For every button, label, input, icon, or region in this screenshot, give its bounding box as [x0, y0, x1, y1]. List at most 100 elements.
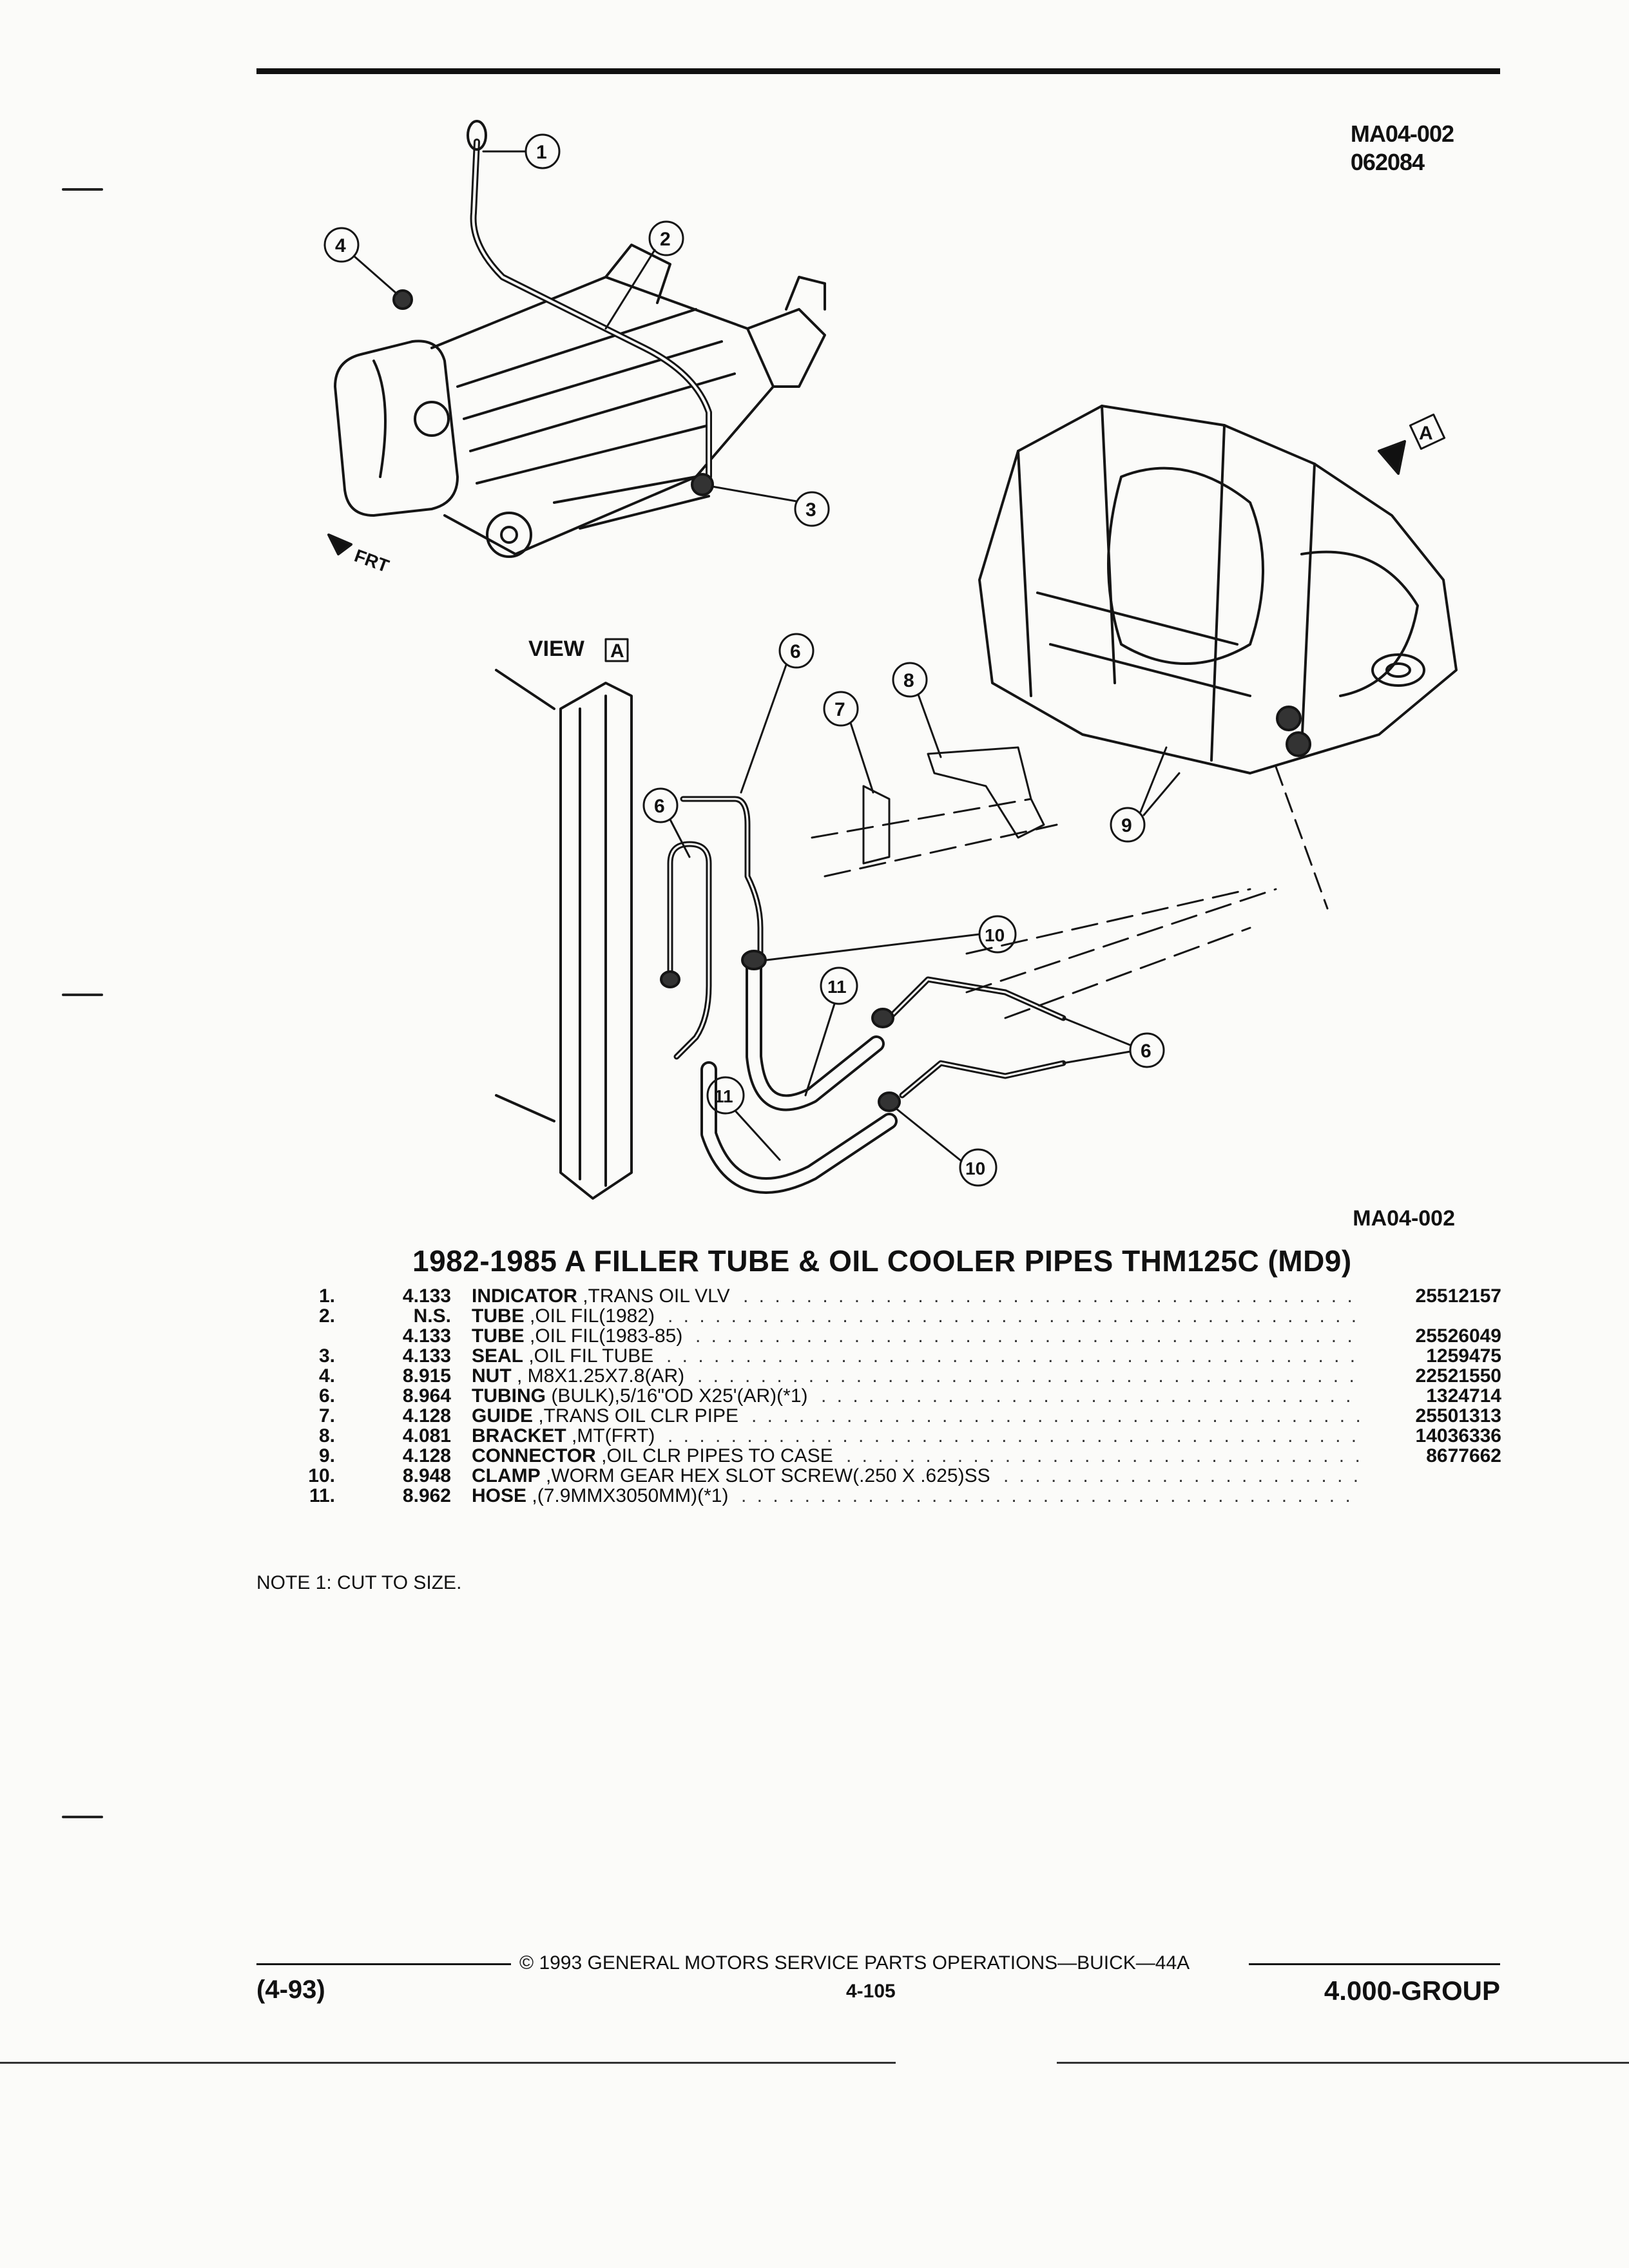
part-detail: ,TRANS OIL VLV	[577, 1285, 730, 1307]
dot-leader: . . . . . . . . . . . . . . . . . . . . …	[743, 1286, 1360, 1306]
footer-rule-left	[256, 1963, 511, 1965]
part-detail: (BULK),5/16"OD X25'(AR)(*1)	[546, 1385, 808, 1407]
group-label: 4.000-GROUP	[1324, 1975, 1500, 2006]
part-name: BRACKET	[472, 1425, 566, 1446]
part-name: TUBE	[472, 1305, 525, 1327]
callout-10: 10	[965, 1158, 985, 1178]
item-number: 3.	[318, 1345, 335, 1367]
callout-6: 6	[654, 796, 665, 817]
part-detail: ,MT(FRT)	[566, 1425, 655, 1446]
figure-code-bottom: MA04-002	[1353, 1206, 1455, 1231]
group-number: 4.128	[402, 1445, 451, 1466]
group-number: N.S.	[413, 1305, 451, 1327]
parts-row: 2.N.S.TUBE ,OIL FIL(1982). . . . . . . .…	[303, 1306, 1501, 1326]
dot-leader: . . . . . . . . . . . . . . . . . . . . …	[697, 1366, 1360, 1386]
item-number: 2.	[318, 1305, 335, 1327]
callout-6: 6	[790, 641, 801, 662]
callout-11: 11	[714, 1086, 733, 1106]
parts-row: 11. 8.962 HOSE ,(7.9MMX3050MM)(*1) . . . . …	[303, 1486, 1501, 1506]
copyright-line: © 1993 GENERAL MOTORS SERVICE PARTS OPER…	[519, 1952, 1190, 1974]
part-name: SEAL	[472, 1345, 524, 1367]
part-detail: ,OIL FIL(1983-85)	[524, 1325, 683, 1347]
margin-mark	[62, 1816, 103, 1818]
dot-leader: . . . . . . . . . . . . . . . . . . . . …	[821, 1386, 1360, 1406]
part-description: TUBE ,OIL FIL(1982)	[472, 1306, 655, 1326]
revision-code: (4-93)	[256, 1975, 325, 2004]
dot-leader: . . . . . . . . . . . . . . . . . . . . …	[751, 1406, 1360, 1426]
dot-leader: . . . . . . . . . . . . . . . . . . . . …	[1003, 1466, 1360, 1486]
transmission-main	[978, 405, 1458, 774]
part-name: TUBING	[472, 1385, 546, 1407]
part-detail: ,(7.9MMX3050MM)(*1)	[526, 1485, 729, 1506]
page-footer: © 1993 GENERAL MOTORS SERVICE PARTS OPER…	[256, 1952, 1500, 2006]
page-number: 4-105	[846, 1981, 896, 2002]
callout-10: 10	[985, 925, 1005, 945]
part-description: TUBING (BULK),5/16"OD X25'(AR)(*1)	[472, 1386, 808, 1406]
item-number: 7.	[318, 1405, 335, 1427]
item-number: 8.	[318, 1425, 335, 1446]
part-number: 8677662	[1426, 1445, 1501, 1466]
margin-mark	[62, 994, 103, 996]
radiator	[495, 669, 633, 1200]
part-name: NUT	[472, 1365, 512, 1387]
item-number: 1.	[318, 1285, 335, 1307]
part-number: 25526049	[1415, 1325, 1501, 1347]
part-detail: ,WORM GEAR HEX SLOT SCREW(.250 X .625)SS	[540, 1465, 990, 1486]
date-code: 062084	[1350, 149, 1425, 175]
footnote: NOTE 1: CUT TO SIZE.	[256, 1572, 462, 1593]
part-name: CONNECTOR	[472, 1445, 596, 1466]
part-description: CONNECTOR ,OIL CLR PIPES TO CASE	[472, 1446, 833, 1466]
group-number: 4.133	[402, 1345, 451, 1367]
callout-4: 4	[335, 235, 346, 256]
part-number: 22521550	[1415, 1365, 1501, 1387]
callout-6: 6	[1141, 1041, 1152, 1062]
item-number: 11.	[309, 1485, 335, 1506]
part-number: 25501313	[1415, 1405, 1501, 1427]
part-name: GUIDE	[472, 1405, 534, 1427]
group-number: 8.962	[402, 1485, 451, 1506]
top-rule	[256, 68, 1500, 74]
footer-rule-right	[1249, 1963, 1500, 1965]
part-description: TUBE ,OIL FIL(1983-85)	[472, 1326, 682, 1346]
front-arrow: FRT	[327, 533, 392, 577]
callout-2: 2	[660, 229, 671, 250]
margin-mark	[62, 188, 103, 191]
dot-leader: . . . . . . . . . . . . . . . . . . . . …	[666, 1346, 1360, 1366]
part-number: 1324714	[1426, 1385, 1501, 1407]
part-name: INDICATOR	[472, 1285, 577, 1307]
front-label: FRT	[352, 546, 392, 577]
part-description: NUT , M8X1.25X7.8(AR)	[472, 1366, 684, 1386]
part-number: 14036336	[1415, 1425, 1501, 1446]
part-name: CLAMP	[472, 1465, 541, 1486]
callout-3: 3	[805, 499, 816, 521]
scan-rule	[0, 2062, 896, 2064]
view-letter: A	[610, 640, 624, 662]
dot-leader: . . . . . . . . . . . . . . . . . . . . …	[741, 1486, 1360, 1506]
part-description: HOSE ,(7.9MMX3050MM)(*1)	[472, 1486, 728, 1506]
view-a-marker: A	[1378, 413, 1446, 475]
part-name: HOSE	[472, 1485, 527, 1506]
part-detail: ,OIL FIL(1982)	[524, 1305, 655, 1327]
dot-leader: . . . . . . . . . . . . . . . . . . . . …	[846, 1446, 1360, 1466]
figure-code: MA04-002	[1350, 120, 1454, 147]
part-name: TUBE	[472, 1325, 525, 1347]
cooler-lines	[660, 746, 1329, 1194]
part-number: 1259475	[1426, 1345, 1501, 1367]
figure-id-block: MA04-002 062084	[1351, 120, 1454, 177]
part-description: BRACKET ,MT(FRT)	[472, 1426, 655, 1446]
parts-list: 1. 4.133 INDICATOR ,TRANS OIL VLV . . . . .…	[303, 1286, 1501, 1506]
exploded-diagram: FRT VIEW A A	[245, 116, 1501, 1211]
callout-9: 9	[1121, 815, 1132, 836]
callout-7: 7	[834, 699, 845, 720]
item-number: 10.	[308, 1465, 335, 1486]
item-number: 6.	[318, 1385, 335, 1407]
view-label: VIEW	[528, 637, 585, 661]
